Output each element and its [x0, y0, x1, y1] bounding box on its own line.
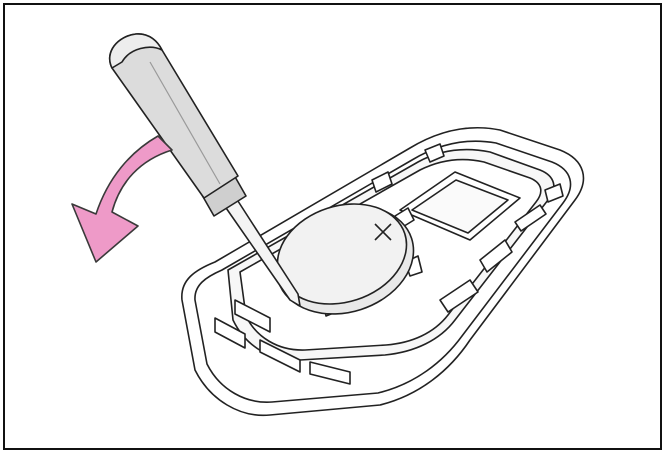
- coin-battery-icon: [275, 203, 415, 315]
- screwdriver-icon: [109, 33, 301, 307]
- rotate-arrow-icon: [71, 135, 173, 263]
